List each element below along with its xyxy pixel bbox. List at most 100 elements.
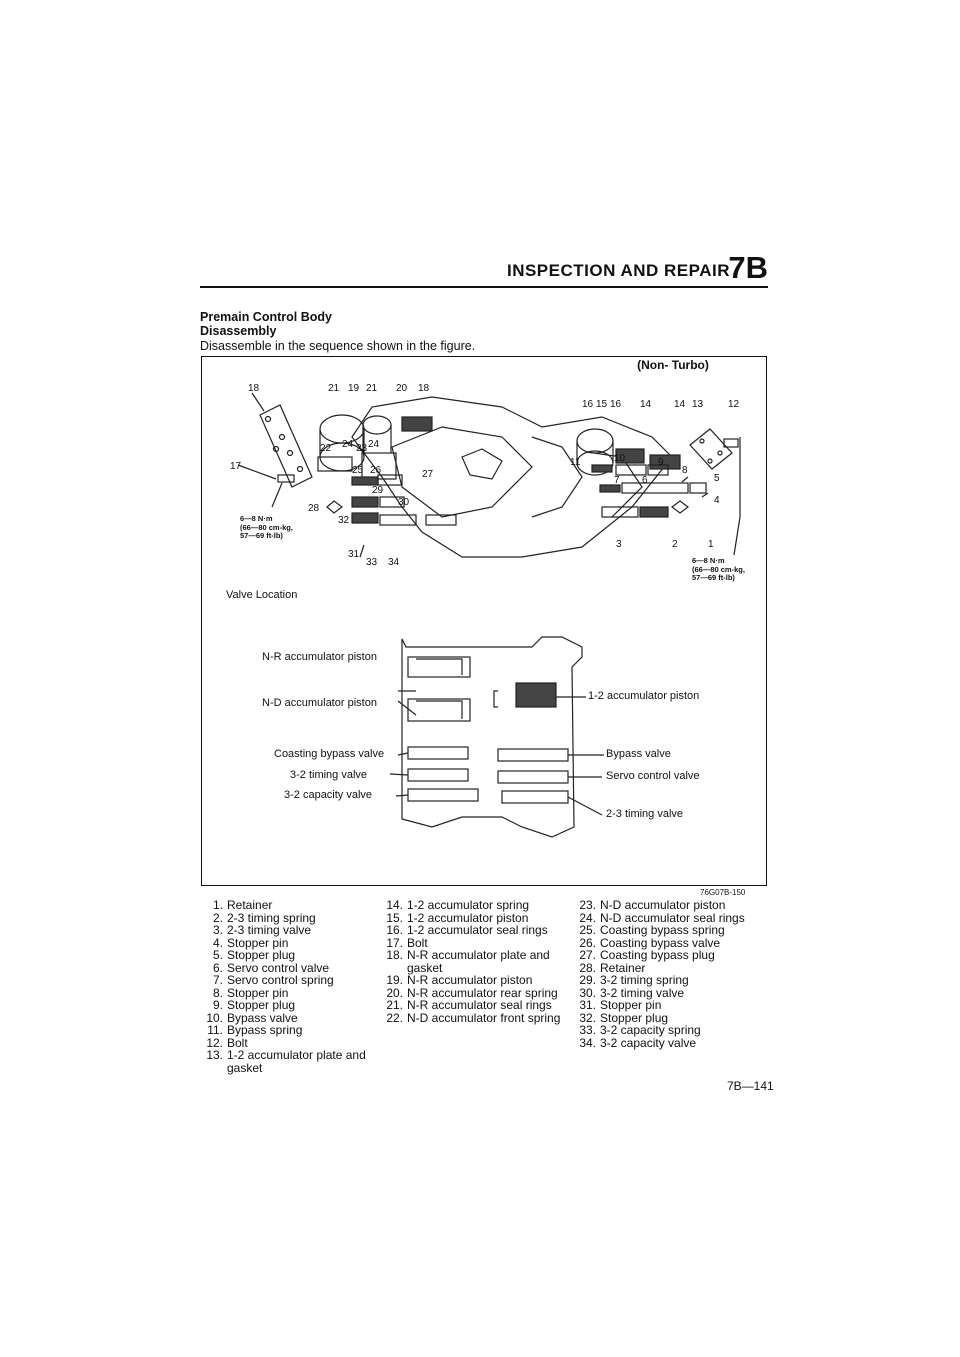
bolt-17 [277, 474, 295, 483]
callout-30: 30 [398, 497, 410, 508]
legend-item: 28.Retainer [579, 960, 646, 975]
callout-9: 9 [658, 457, 664, 468]
legend-item: 2.2-3 timing spring [212, 910, 316, 925]
legend-item: 20.N-R accumulator rear spring [386, 985, 558, 1000]
legend-item: 5.Stopper plug [212, 948, 296, 962]
label-32-timing-valve: 3-2 timing valve [290, 769, 368, 781]
legend-item: 30.3-2 timing valve [579, 985, 685, 1000]
label-coasting-bypass-valve: Coasting bypass valve [274, 748, 385, 760]
nd-front-spring [317, 456, 353, 472]
legend-item: 12.Bolt [206, 1035, 248, 1050]
legend-item: 19.N-R accumulator piston [386, 973, 533, 987]
legend-item: 6.Servo control valve [212, 960, 330, 975]
page-header: INSPECTION AND REPAIR 7B [200, 250, 768, 288]
label-32-capacity-valve: 3-2 capacity valve [284, 789, 373, 801]
figure-drawing: 18 17 21 19 21 20 18 22 24 23 24 25 26 2… [230, 383, 741, 838]
callout-11: 11 [570, 457, 581, 468]
callout-16a: 16 [582, 399, 594, 410]
header-rule [200, 286, 768, 288]
callout-24b: 24 [368, 439, 380, 450]
legend-item: 31.Stopper pin [579, 998, 662, 1012]
callout-18a: 18 [248, 383, 260, 394]
callout-13: 13 [692, 399, 704, 410]
legend-item: 25.Coasting bypass spring [579, 923, 725, 937]
torque-spec-right: 6—8 N·m (66—80 cm-kg, 57—69 ft-lb) [692, 556, 745, 582]
loc-23-timing [501, 790, 569, 804]
callout-22: 22 [320, 443, 332, 454]
bolt-12 [723, 438, 739, 448]
legend-item: 14.1-2 accumulator spring [386, 898, 530, 912]
subsection-title: Disassembly [200, 324, 277, 338]
callout-31: 31 [348, 549, 360, 560]
callout-3: 3 [616, 539, 622, 550]
label-bypass-valve: Bypass valve [606, 748, 671, 760]
callout-7: 7 [614, 475, 620, 486]
legend-item: 24.N-D accumulator seal rings [579, 910, 745, 925]
legend-item: 15.1-2 accumulator piston [386, 910, 529, 925]
label-nr-accumulator-piston: N-R accumulator piston [262, 651, 377, 663]
callout-14b: 14 [674, 399, 686, 410]
legend-column-1: 1.Retainer 2.2-3 timing spring 3.2-3 tim… [205, 899, 393, 1074]
callout-4: 4 [714, 495, 720, 506]
intro-text: Disassemble in the sequence shown in the… [200, 339, 476, 353]
callout-6: 6 [642, 475, 648, 486]
legend-item: 11.Bypass spring [207, 1023, 303, 1037]
legend-item: 16.1-2 accumulator seal rings [386, 923, 548, 937]
legend-item: 8.Stopper pin [212, 985, 289, 1000]
legend-column-2: 14.1-2 accumulator spring 15.1-2 accumul… [385, 899, 585, 1024]
callout-14a: 14 [640, 399, 652, 410]
legend-item: 4.Stopper pin [212, 935, 289, 950]
callout-34: 34 [388, 557, 400, 568]
valve-location-label: Valve Location [226, 589, 298, 601]
callout-5: 5 [714, 473, 720, 484]
callout-28: 28 [308, 503, 320, 514]
callout-1: 1 [708, 539, 714, 550]
loc-12-piston [515, 682, 557, 708]
non-turbo-label: (Non- Turbo) [637, 358, 709, 372]
premain-control-body [351, 396, 673, 558]
callout-21b: 21 [366, 383, 378, 394]
page-number: 7B—141 [727, 1079, 774, 1093]
figure-code: 76G07B-150 [700, 888, 746, 897]
legend-item: 32.Stopper plug [579, 1010, 669, 1025]
callout-20: 20 [396, 383, 408, 394]
legend-item: 22.N-D accumulator front spring [386, 1010, 561, 1025]
callout-18b: 18 [418, 383, 430, 394]
nr-rear-spring [401, 416, 433, 432]
valve-location-body [401, 636, 583, 838]
callout-8: 8 [682, 465, 688, 476]
callout-17: 17 [230, 461, 242, 472]
legend-item: 21.N-R accumulator seal rings [386, 998, 552, 1012]
callout-16b: 16 [610, 399, 622, 410]
nr-accumulator-plate [259, 404, 313, 488]
callout-12: 12 [728, 399, 740, 410]
legend-item: 9.Stopper plug [212, 998, 296, 1012]
callout-24a: 24 [342, 439, 354, 450]
legend-item: 26.Coasting bypass valve [579, 935, 721, 950]
loc-bypass-valve [497, 748, 569, 762]
header-title: INSPECTION AND REPAIR [506, 261, 730, 280]
legend-item: 1.Retainer [212, 898, 273, 912]
label-nd-accumulator-piston: N-D accumulator piston [262, 697, 377, 709]
legend-column-3: 23.N-D accumulator piston 24.N-D accumul… [578, 899, 768, 1049]
loc-servo-control [497, 770, 569, 784]
loc-32-capacity [407, 788, 479, 802]
label-servo-control-valve: Servo control valve [606, 770, 700, 782]
loc-nd-piston [407, 698, 471, 722]
legend-item: 13.1-2 accumulator plate and gasket [206, 1048, 366, 1075]
legend-item: 7.Servo control spring [212, 973, 334, 987]
callout-25: 25 [352, 465, 364, 476]
loc-coasting-bypass [407, 746, 469, 760]
accumulator-12-plate [689, 428, 733, 470]
callout-15: 15 [596, 399, 608, 410]
callout-23: 23 [356, 443, 368, 454]
section-title: Premain Control Body [200, 310, 332, 324]
accumulator-12-piston [576, 428, 614, 454]
callout-21a: 21 [328, 383, 340, 394]
exploded-view-figure: 18 17 21 19 21 20 18 22 24 23 24 25 26 2… [201, 356, 767, 886]
legend-item: 3.2-3 timing valve [212, 923, 312, 937]
loc-nr-piston [407, 656, 471, 678]
legend-item: 34.3-2 capacity valve [579, 1035, 697, 1050]
callout-33: 33 [366, 557, 378, 568]
chapter-number: 7B [728, 250, 768, 285]
